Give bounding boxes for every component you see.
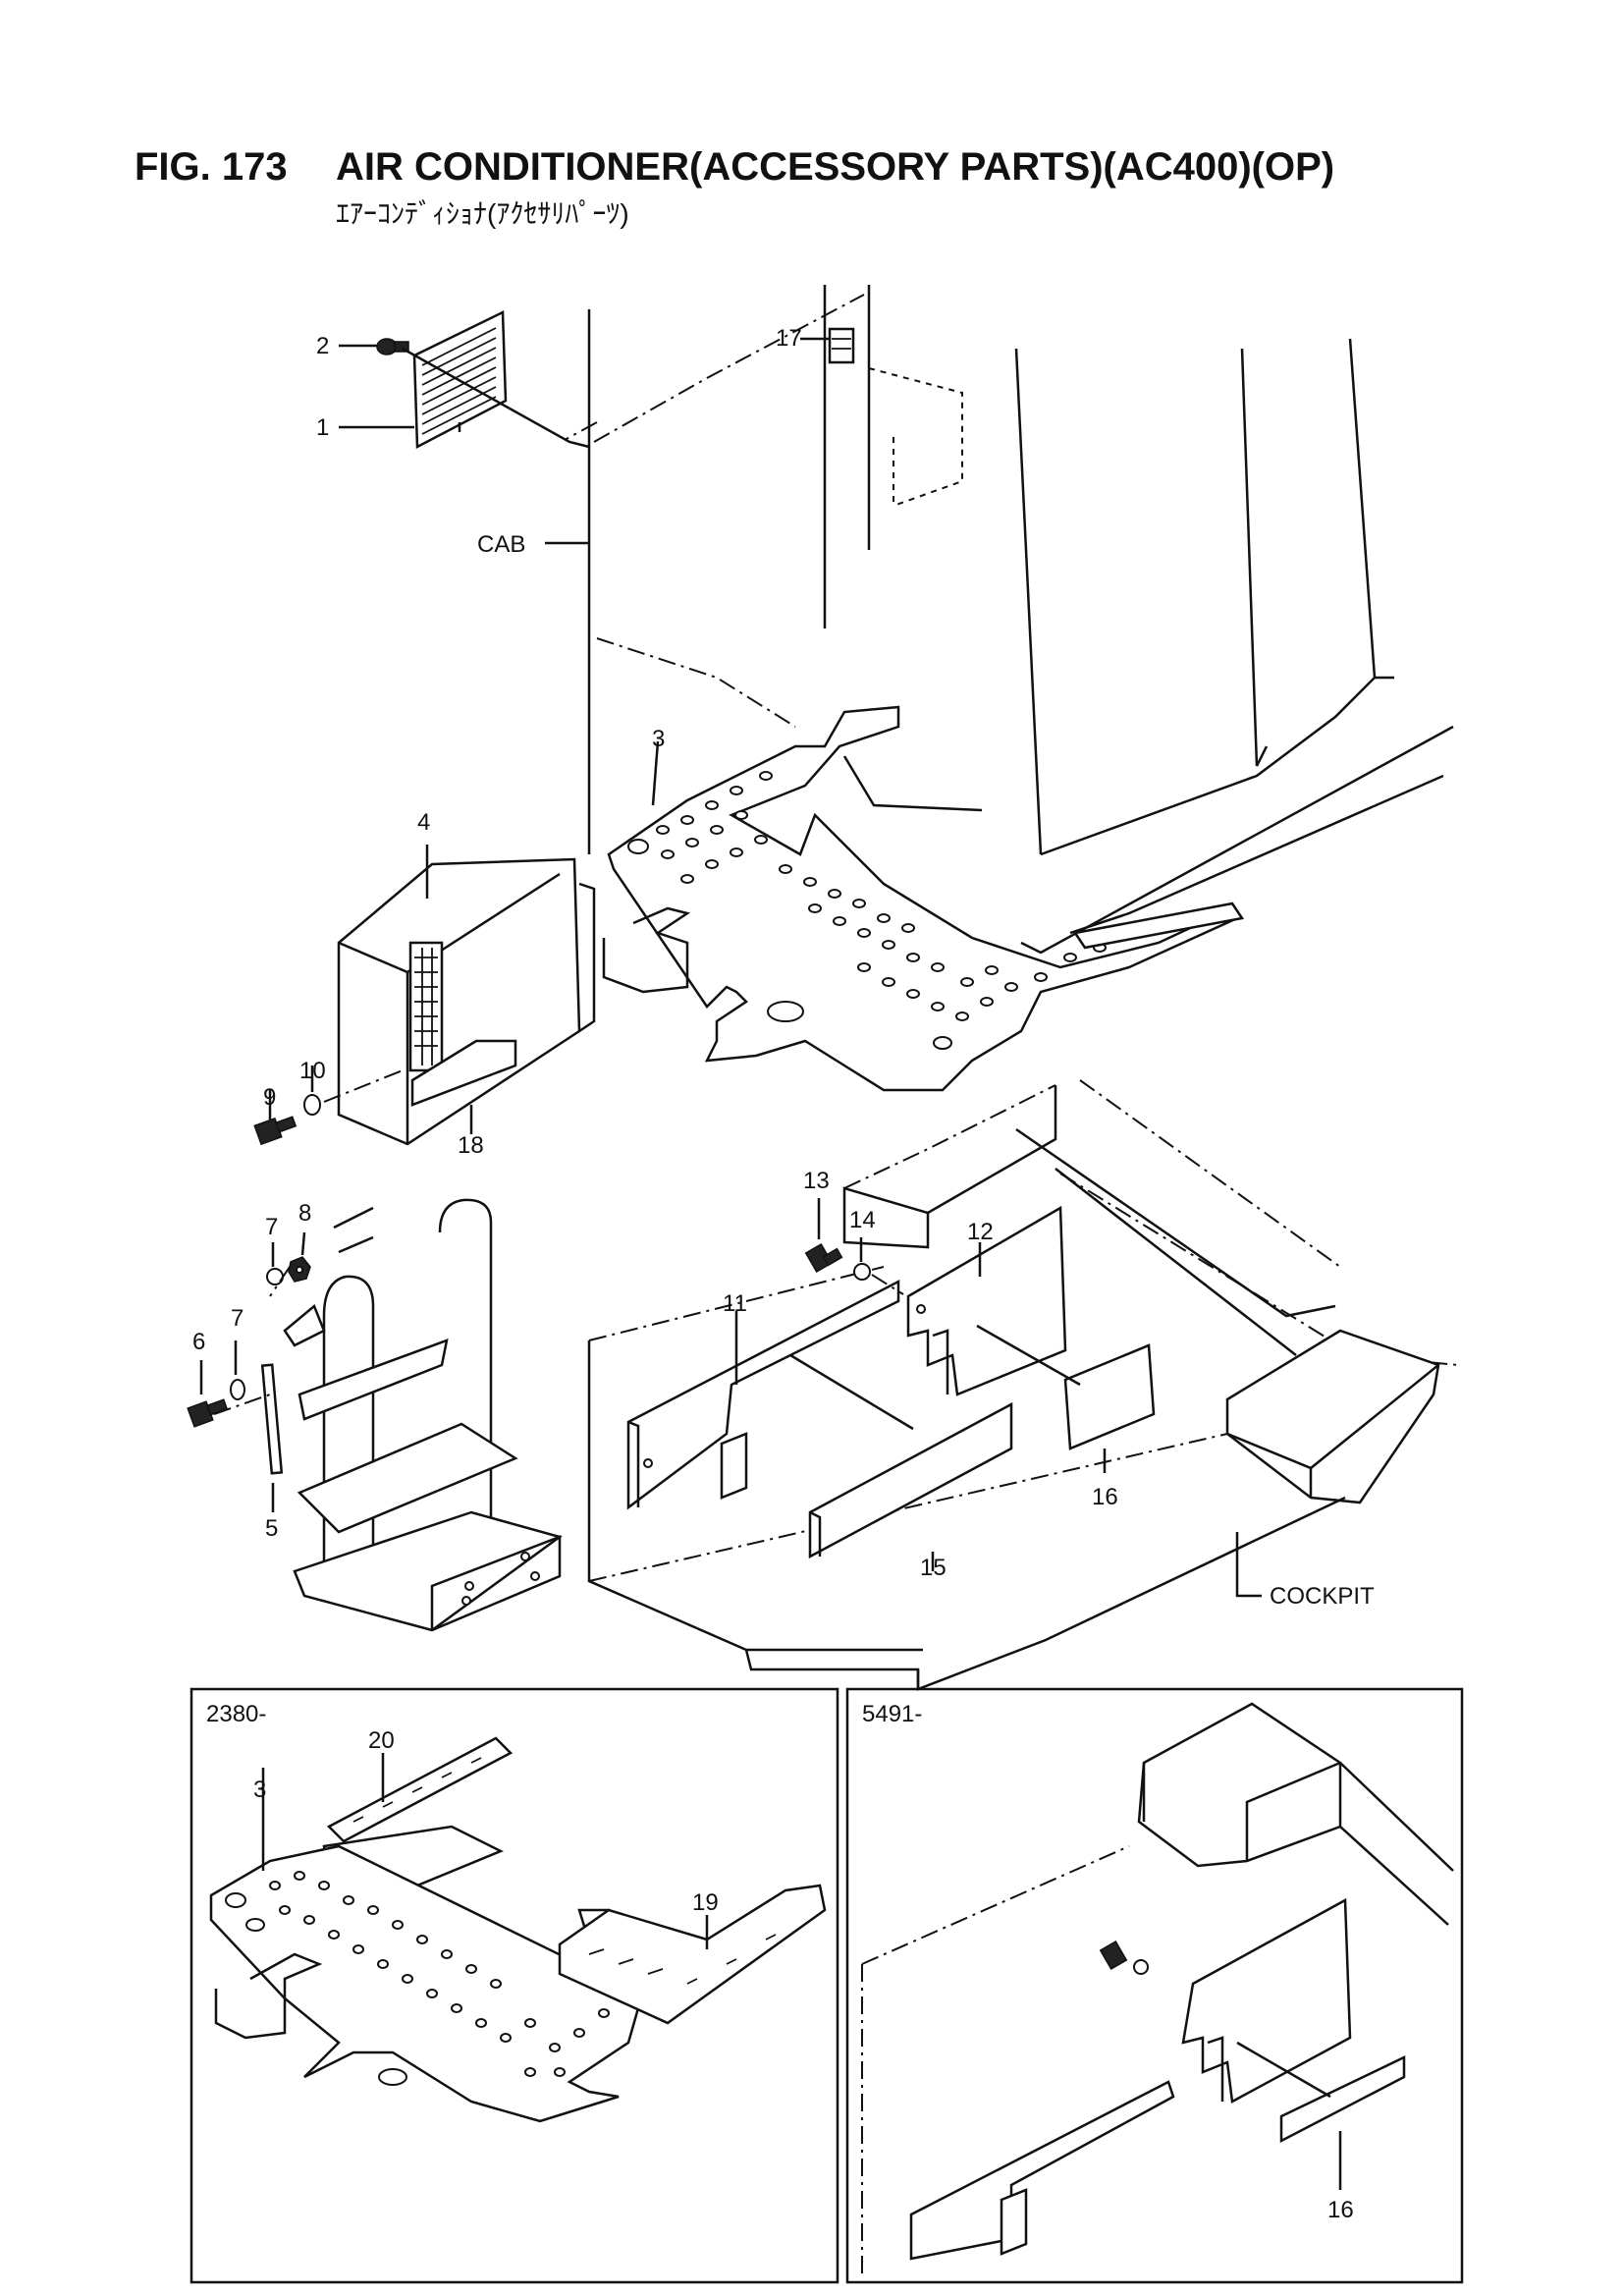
bolt-axis-line <box>323 1069 404 1103</box>
stand-axis-lines <box>213 1266 291 1415</box>
leader-8 <box>300 1231 306 1256</box>
leader-louver-to-cab <box>402 347 590 449</box>
callout-6: 6 <box>192 1329 205 1355</box>
axis-12-16 <box>976 1324 1081 1387</box>
washer-part-7b <box>230 1379 245 1400</box>
inset-frame-right <box>845 1687 1464 2284</box>
washer-part-14 <box>853 1263 871 1281</box>
inset-frame-left <box>189 1687 839 2284</box>
callout-3: 3 <box>652 726 665 752</box>
callout-7a: 7 <box>265 1214 278 1240</box>
nut-part-8 <box>288 1256 311 1283</box>
callout-14: 14 <box>849 1207 876 1233</box>
inset-right-serial: 5491- <box>862 1701 922 1727</box>
cab-outline <box>564 285 1454 955</box>
inset-left-callout-3: 3 <box>253 1777 266 1803</box>
label-part-17 <box>828 327 855 364</box>
callout-5: 5 <box>265 1515 278 1542</box>
bolt-part-9 <box>253 1116 298 1146</box>
inset-right-axis <box>1236 2041 1331 2099</box>
callout-1: 1 <box>316 414 329 441</box>
callout-17: 17 <box>776 325 802 352</box>
plate-part-5 <box>260 1363 284 1475</box>
inset-right-bracket <box>909 1897 1352 2261</box>
inset-left-part-19 <box>558 1884 827 2025</box>
inset-left-callout-20: 20 <box>368 1727 395 1754</box>
figure-title: AIR CONDITIONER(ACCESSORY PARTS)(AC400)(… <box>336 145 1335 189</box>
axis-11-15 <box>789 1353 914 1431</box>
duct-part-4 <box>337 857 596 1146</box>
callout-9: 9 <box>263 1084 276 1111</box>
pad-part-16 <box>1063 1343 1156 1450</box>
callout-13: 13 <box>803 1168 830 1194</box>
callout-16: 16 <box>1092 1484 1118 1510</box>
callout-11: 11 <box>723 1290 747 1317</box>
callout-4: 4 <box>417 809 430 836</box>
bolt-part-6 <box>187 1398 229 1428</box>
leader-cockpit <box>1235 1532 1262 1598</box>
inset-left-floor-plate <box>209 1736 650 2123</box>
floor-plate-part-3 <box>602 705 1245 1092</box>
screw-part-2 <box>376 338 409 355</box>
figure-title-japanese: ｴｱｰｺﾝﾃﾞｨｼｮﾅ(ｱｸｾｻﾘﾊﾟｰﾂ) <box>336 198 629 229</box>
cockpit-outline <box>587 1079 1459 1691</box>
inset-right-callout-16: 16 <box>1327 2197 1354 2223</box>
callout-15: 15 <box>920 1555 947 1581</box>
pad-part-15 <box>808 1401 1013 1559</box>
ref-cab: CAB <box>477 531 525 558</box>
floor-to-cab-line <box>842 755 983 812</box>
inset-left-serial: 2380- <box>206 1701 266 1727</box>
callout-18: 18 <box>458 1132 484 1159</box>
callout-8: 8 <box>298 1200 311 1227</box>
washer-part-7a <box>266 1268 284 1285</box>
callout-10: 10 <box>299 1058 326 1084</box>
inset-right-pad-16 <box>1279 2055 1406 2144</box>
pad-15-edge <box>809 1510 822 1557</box>
callout-7b: 7 <box>231 1305 243 1332</box>
bolt-part-13 <box>804 1242 843 1274</box>
bracket-part-12 <box>906 1205 1067 1396</box>
figure-number: FIG. 173 <box>135 145 288 189</box>
bolt-axis-13 <box>871 1274 904 1295</box>
inset-right-bolt <box>1099 1940 1149 1975</box>
ref-cockpit: COCKPIT <box>1270 1583 1375 1610</box>
washer-part-10 <box>303 1094 321 1116</box>
frame-stand <box>283 1198 563 1632</box>
inset-right-cockpit <box>861 1702 1454 2278</box>
leader-3 <box>651 740 660 806</box>
callout-12: 12 <box>967 1219 994 1245</box>
inset-left-callout-19: 19 <box>692 1889 719 1916</box>
callout-2: 2 <box>316 333 329 359</box>
bracket-part-11 <box>626 1279 900 1510</box>
